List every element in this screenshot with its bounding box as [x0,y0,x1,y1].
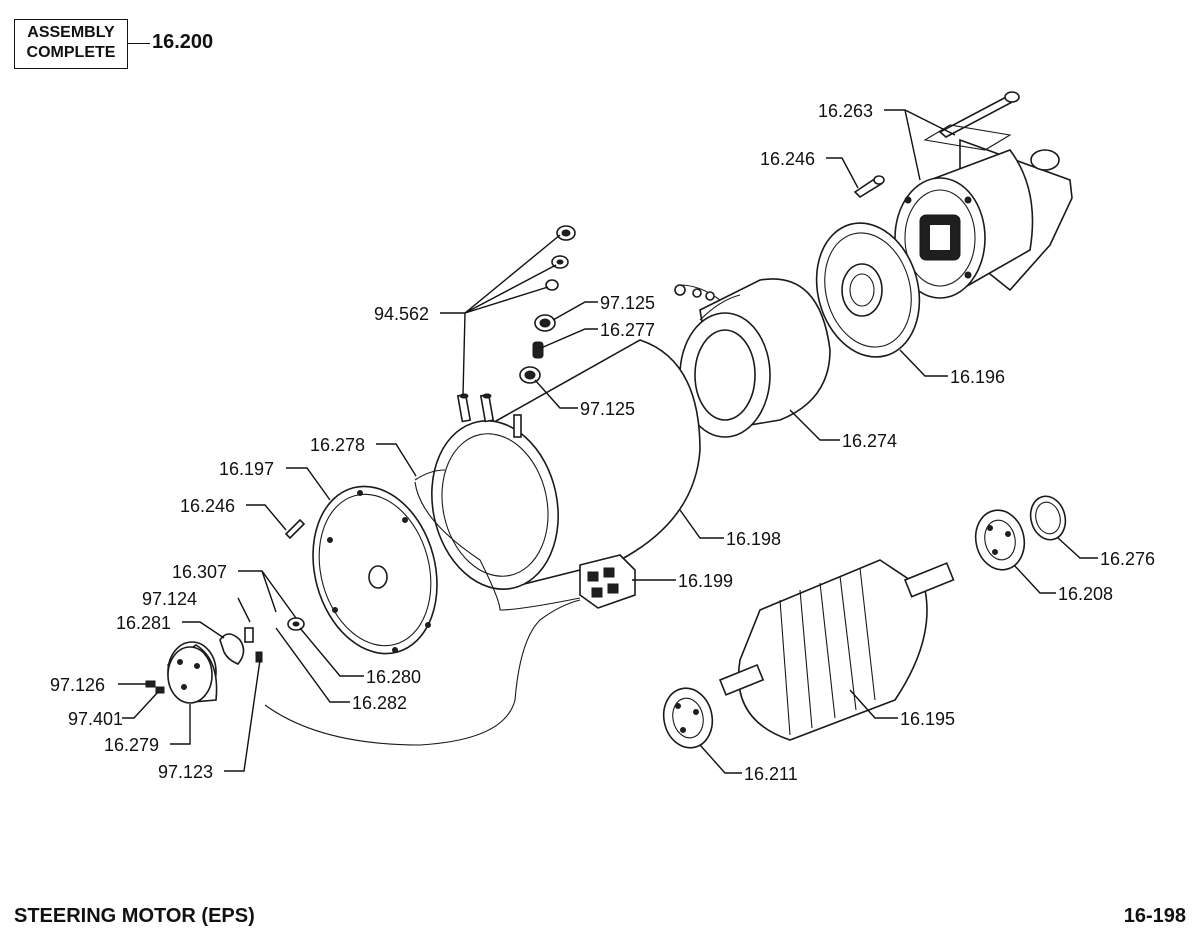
assembly-label-line1: ASSEMBLY [27,24,115,41]
callout-16-211: 16.211 [744,764,798,784]
callout-16-278: 16.278 [310,435,365,455]
callout-16-246-left: 16.246 [180,496,235,516]
end-bell [815,222,921,358]
bearing-front [662,687,714,749]
assembly-complete-box: ASSEMBLY COMPLETE [14,19,128,69]
callout-16-263: 16.263 [818,101,873,121]
callout-97-125-upper: 97.125 [600,293,655,313]
stator-wire [414,481,581,611]
callout-16-198: 16.198 [726,529,781,549]
callout-16-307: 16.307 [172,562,227,582]
diagram-title: STEERING MOTOR (EPS) [14,905,255,927]
callout-16-279: 16.279 [104,735,159,755]
small-bolt-top [853,175,885,199]
callout-16-276: 16.276 [1100,549,1155,569]
callout-16-208: 16.208 [1058,584,1113,604]
bearing-rear [974,509,1026,571]
assembly-leader-line [128,43,150,44]
callout-16-197: 16.197 [219,459,274,479]
end-plate [312,485,438,655]
small-bolt-left [284,518,306,540]
callout-16-199: 16.199 [678,571,733,591]
sensor-wire [264,599,581,746]
callout-16-281: 16.281 [116,613,171,633]
snap-ring [1029,495,1067,541]
connector [579,554,636,609]
armature [718,559,955,741]
stator-housing [414,339,701,590]
callout-16-274: 16.274 [842,431,897,451]
assembly-label-line2: COMPLETE [26,44,116,61]
callout-97-126: 97.126 [50,675,105,695]
nuts-washers-stack [519,225,576,384]
callout-16-277: 16.277 [600,320,655,340]
leader-lines [118,109,1098,774]
callout-16-195: 16.195 [900,709,955,729]
callout-16-282: 16.282 [352,693,407,713]
callout-97-124: 97.124 [142,589,197,609]
sensor-parts [145,617,305,704]
callout-97-401: 97.401 [68,709,123,729]
field-coil [674,278,831,438]
callout-16-196: 16.196 [950,367,1005,387]
long-bolt [923,91,1020,151]
assembly-number: 16.200 [152,31,214,53]
gearbox-housing [894,138,1073,299]
callout-16-246-top: 16.246 [760,149,815,169]
page-number: 16-198 [1123,905,1186,927]
callout-16-280: 16.280 [366,667,421,687]
terminal-studs [456,393,522,438]
callout-94-562: 94.562 [374,304,429,324]
callout-97-123: 97.123 [158,762,213,782]
callout-97-125-lower: 97.125 [580,399,635,419]
